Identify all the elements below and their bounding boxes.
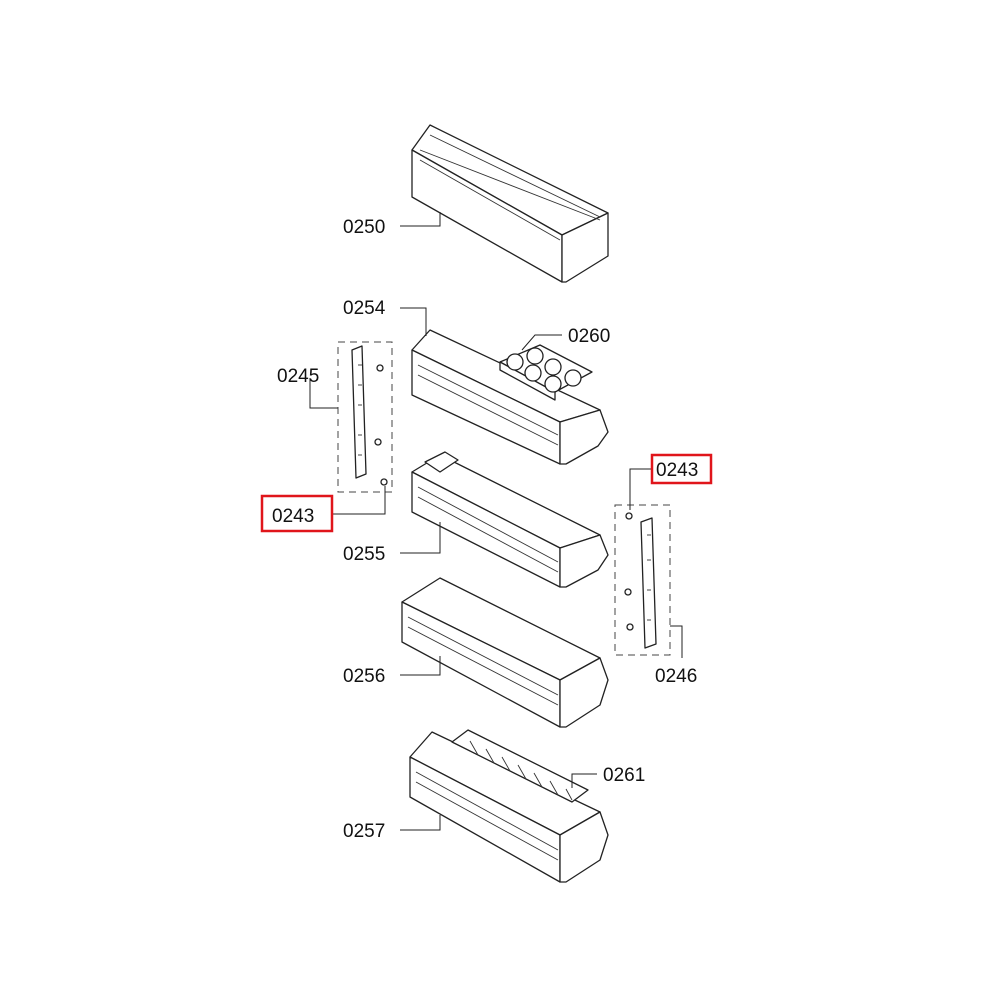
label-0255[interactable]: 0255 [343,544,385,565]
shelf-0254[interactable] [411,329,609,465]
shelf-0256[interactable] [401,577,609,728]
label-0243-left[interactable]: 0243 [272,506,314,527]
label-0260[interactable]: 0260 [568,326,610,347]
shelf-0250[interactable] [411,124,609,283]
insert-0261[interactable] [451,729,589,803]
label-0261[interactable]: 0261 [603,765,645,786]
label-0257[interactable]: 0257 [343,821,385,842]
label-0243-right[interactable]: 0243 [656,460,698,481]
leader-lines [309,212,683,831]
highlight-0243-left [260,494,334,533]
egg-tray-0260[interactable] [499,344,593,401]
label-0256[interactable]: 0256 [343,666,385,687]
shelf-0257[interactable] [409,731,609,883]
label-0254[interactable]: 0254 [343,298,386,319]
rail-0245[interactable] [337,341,393,493]
highlight-0243-right [650,453,713,485]
rail-0246[interactable] [614,504,671,656]
label-0246[interactable]: 0246 [655,666,697,687]
shelf-0255[interactable] [411,451,609,588]
label-0245[interactable]: 0245 [277,366,319,387]
label-0250[interactable]: 0250 [343,217,385,238]
